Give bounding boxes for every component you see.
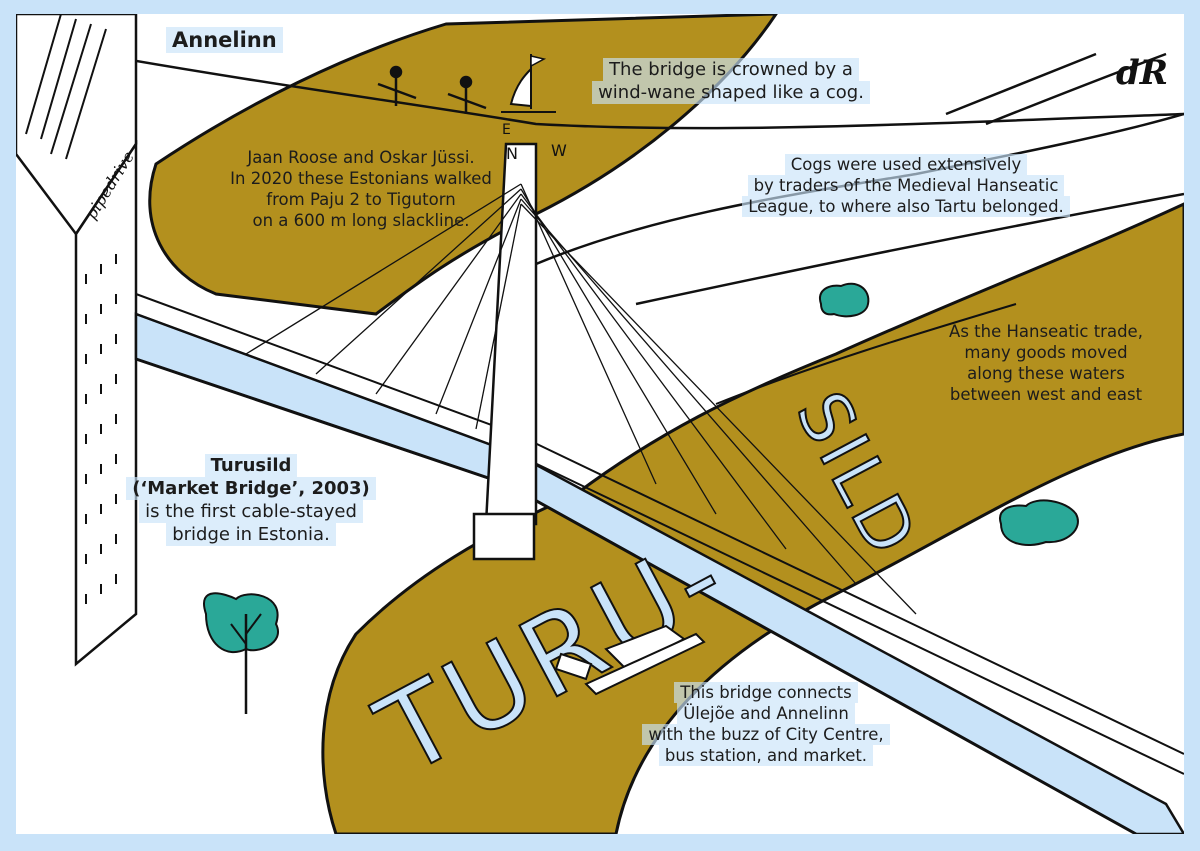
place-label-annelinn: Annelinn [166, 27, 283, 53]
wind-vane-cog: E N W [501, 54, 567, 163]
caption-connects: This bridge connects Ülejõe and Annelinn… [621, 682, 911, 766]
pipedrive-building: pipedrive [16, 14, 138, 667]
bridge-illustration: pipedrive [16, 14, 1184, 834]
caption-windvane: The bridge is crowned by a wind-wane sha… [581, 58, 881, 104]
tree-bush-middle [819, 282, 870, 318]
bridge-pylon [472, 142, 538, 561]
slackliners [377, 65, 487, 114]
slackline [95, 52, 1184, 130]
svg-text:E: E [502, 122, 511, 138]
tree-left [203, 592, 279, 714]
river-main [321, 202, 1184, 834]
illustration-frame: pipedrive [16, 14, 1184, 834]
svg-text:W: W [551, 141, 567, 160]
bridge-cables [245, 183, 917, 615]
caption-turusild: Turusild (‘Market Bridge’, 2003) is the … [126, 454, 376, 546]
tree-bush-right [999, 499, 1079, 546]
caption-slackline: Jaan Roose and Oskar Jüssi. In 2020 thes… [230, 148, 492, 230]
caption-cogs: Cogs were used extensively by traders of… [741, 154, 1071, 217]
svg-text:N: N [506, 144, 518, 163]
caption-hanseatic: As the Hanseatic trade, many goods moved… [949, 322, 1143, 404]
artist-signature: dR [1116, 53, 1168, 93]
boats [554, 624, 706, 696]
